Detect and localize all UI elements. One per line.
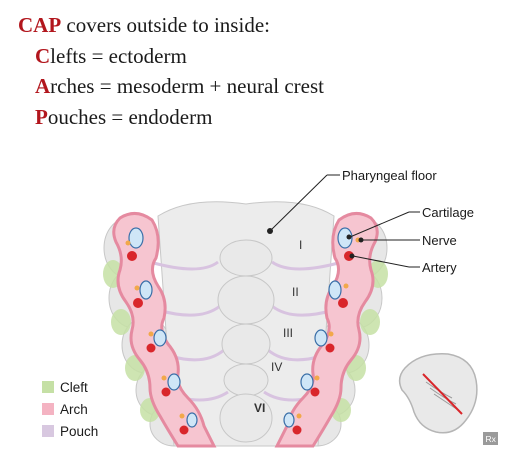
label-cartilage: Cartilage (422, 205, 474, 220)
artery-icon (161, 387, 171, 397)
stomach-icon (398, 353, 478, 434)
nerve-icon (343, 283, 349, 289)
legend: Cleft Arch Pouch (42, 380, 98, 439)
arch-numeral: IV (271, 360, 282, 374)
cartilage-icon (153, 329, 167, 347)
cartilage-icon (128, 227, 144, 249)
mnemonic-line-text: lefts = ectoderm (50, 43, 187, 68)
rx-badge: Rx (483, 432, 498, 445)
artery-icon (133, 298, 143, 308)
legend-label-pouch: Pouch (60, 424, 98, 439)
label-pharyngeal-floor: Pharyngeal floor (342, 168, 437, 183)
mnemonic-line-clefts: Clefts = ectoderm (18, 41, 324, 72)
label-artery: Artery (422, 260, 457, 275)
mnemonic-box: CAP covers outside to inside: Clefts = e… (18, 10, 324, 132)
legend-label-cleft: Cleft (60, 380, 88, 395)
mnemonic-letter: P (35, 104, 48, 129)
cartilage-icon (337, 227, 353, 249)
mnemonic-line-text: ouches = endoderm (47, 104, 213, 129)
right-arch-contents (283, 227, 361, 435)
artery-icon (338, 298, 348, 308)
artery-icon (146, 343, 156, 353)
arch-numeral: II (292, 285, 299, 299)
artery-icon (310, 387, 320, 397)
callout-dot (349, 253, 355, 259)
nerve-icon (134, 285, 140, 291)
cartilage-icon (283, 412, 295, 428)
cartilage-icon (328, 280, 342, 300)
mnemonic-line-arches: Arches = mesoderm + neural crest (18, 71, 324, 102)
left-arch-chain (112, 212, 217, 448)
artery-icon (344, 251, 354, 261)
artery-icon (127, 251, 137, 261)
nerve-icon (296, 413, 302, 419)
artery-icon (292, 425, 302, 435)
callout-dot (346, 234, 352, 240)
nerve-callout: Nerve (358, 233, 457, 248)
mnemonic-heading-text: covers outside to inside: (61, 13, 270, 37)
label-nerve: Nerve (422, 233, 457, 248)
nerve-icon (328, 331, 334, 337)
mnemonic-line-pouches: Pouches = endoderm (18, 102, 324, 133)
mnemonic-heading: CAP covers outside to inside: (18, 10, 324, 41)
nerve-icon (125, 240, 131, 246)
cartilage-icon (167, 373, 181, 391)
legend-swatch-cleft (42, 381, 54, 393)
arch-numeral: III (283, 326, 293, 340)
nerve-icon (161, 375, 167, 381)
arch-numeral: VI (254, 401, 265, 415)
mnemonic-letter: C (35, 43, 51, 68)
nerve-icon (314, 375, 320, 381)
mnemonic-letter: A (35, 74, 51, 98)
mnemonic-line-text: rches = mesoderm + neural crest (50, 74, 325, 98)
left-arch-contents (125, 227, 198, 435)
cartilage-icon (139, 280, 153, 300)
cartilage-icon (314, 329, 328, 347)
artery-icon (325, 343, 335, 353)
legend-label-arch: Arch (60, 402, 88, 417)
cartilage-icon (186, 412, 198, 428)
right-arch-chain (274, 212, 379, 448)
cartilage-icon (300, 373, 314, 391)
artery-callout: Artery (349, 253, 457, 275)
legend-swatch-pouch (42, 425, 54, 437)
artery-icon (179, 425, 189, 435)
mnemonic-heading-acronym: CAP (18, 13, 62, 37)
cartilage-callout: Cartilage (346, 205, 474, 240)
rx-badge-text: Rx (486, 434, 497, 444)
nerve-icon (179, 413, 185, 419)
legend-swatch-arch (42, 403, 54, 415)
pharyngeal-floor-callout: Pharyngeal floor (267, 168, 437, 234)
callout-dot (358, 237, 364, 243)
nerve-icon (148, 331, 154, 337)
callout-dot (267, 228, 273, 234)
pharyngeal-floor-region (149, 201, 343, 447)
arch-numeral: I (299, 238, 302, 252)
